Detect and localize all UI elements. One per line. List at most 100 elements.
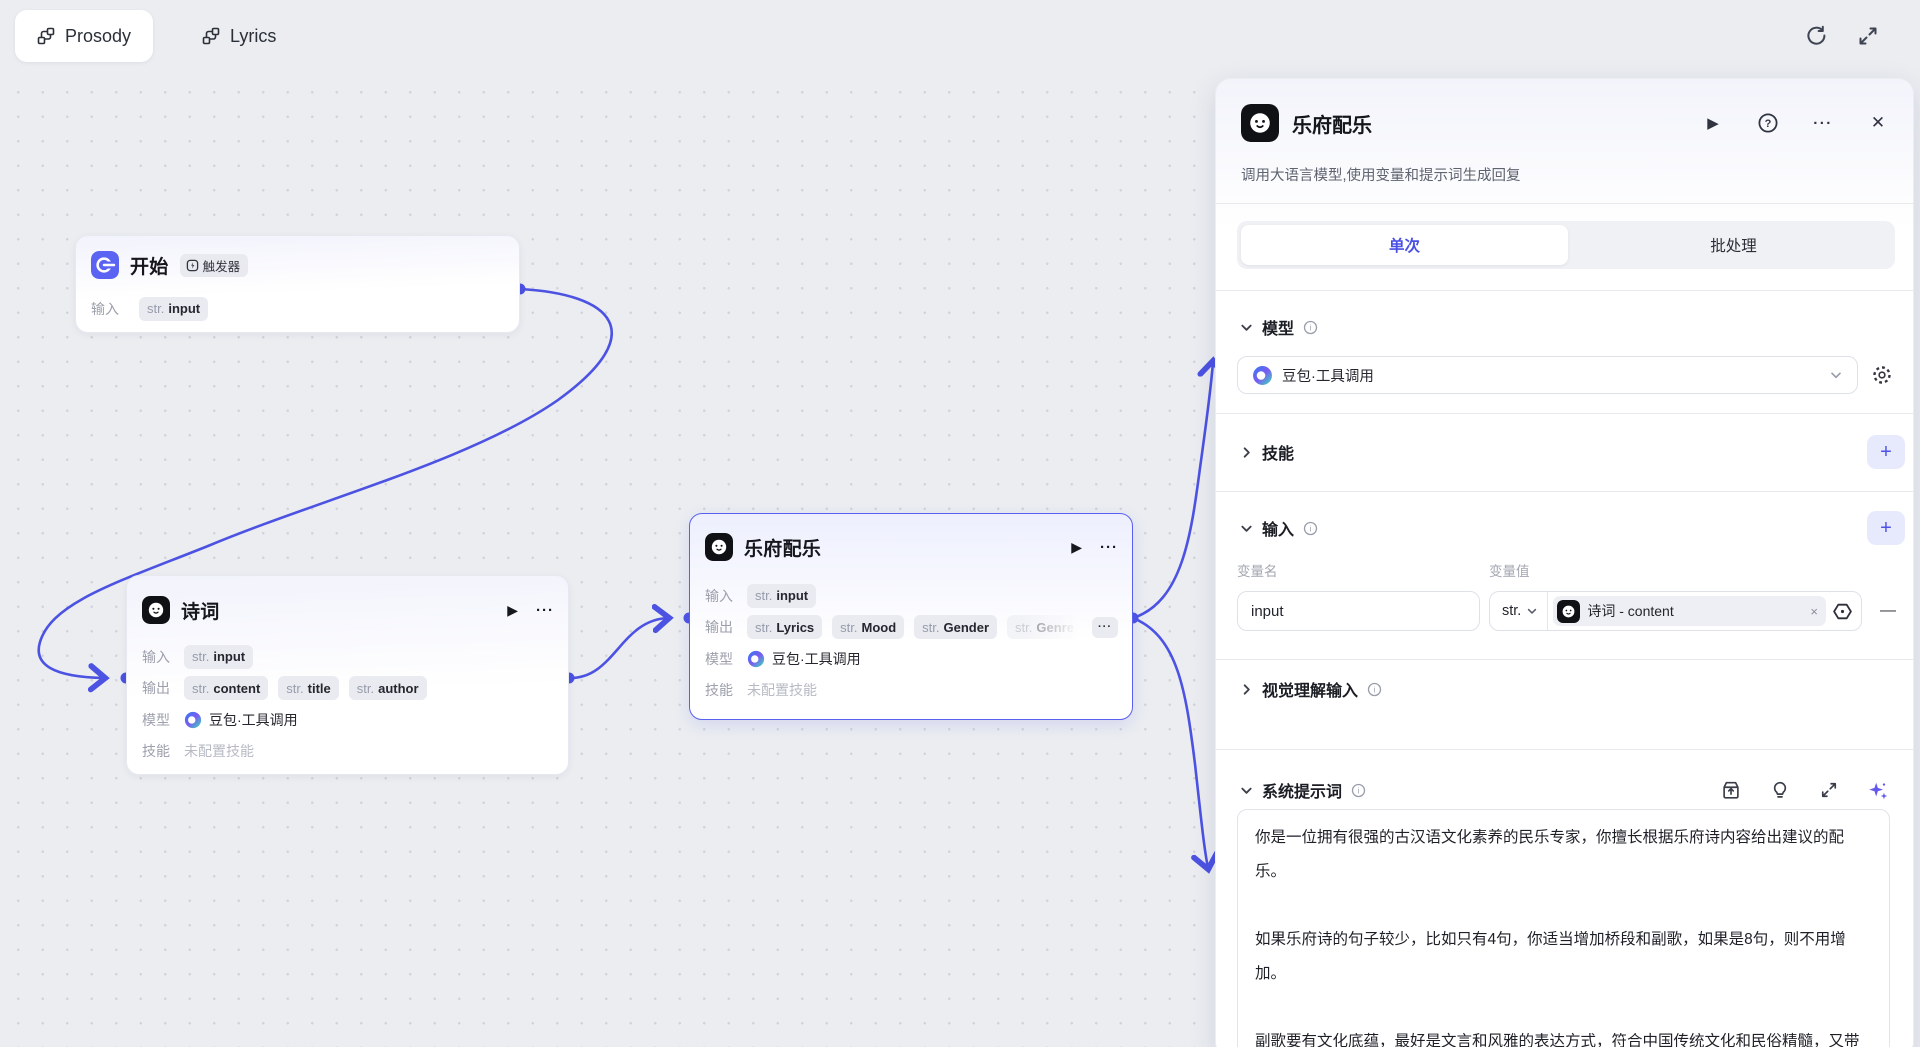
var-type-select[interactable]: str. — [1490, 592, 1549, 630]
var-tag: str.content — [184, 676, 269, 701]
system-prompt-editor[interactable]: 你是一位拥有很强的古汉语文化素养的民乐专家，你擅长根据乐府诗内容给出建议的配乐。… — [1237, 809, 1890, 1047]
node-start[interactable]: 开始 触发器 输入 str. input — [75, 235, 520, 333]
var-tag: str.input — [747, 583, 817, 608]
model-settings-gear-icon[interactable] — [1867, 360, 1897, 390]
close-icon[interactable]: ✕ — [1870, 113, 1886, 132]
edge-poem-to-music[interactable] — [567, 618, 668, 680]
trigger-icon — [186, 259, 198, 271]
help-icon[interactable]: ? — [1757, 112, 1779, 134]
add-skill-button[interactable]: + — [1867, 435, 1905, 469]
svg-text:i: i — [1358, 786, 1360, 795]
fullscreen-icon[interactable] — [1856, 24, 1880, 48]
panel-description: 调用大语言模型,使用变量和提示词生成回复 — [1241, 168, 1521, 184]
node-music[interactable]: 乐府配乐 ▶ ··· 输入 str.input 输出 str.Lyrics st… — [689, 513, 1133, 720]
expand-editor-icon[interactable] — [1818, 779, 1840, 801]
svg-text:i: i — [1310, 323, 1312, 332]
col-var-value: 变量值 — [1489, 564, 1530, 579]
node-poem[interactable]: 诗词 ▶ ··· 输入 str.input 输出 str.content str… — [126, 575, 569, 775]
vision-section-label: 视觉理解输入 — [1262, 683, 1359, 700]
tab-batch[interactable]: 批处理 — [1710, 238, 1757, 255]
start-node-icon — [91, 251, 119, 279]
bot-icon — [142, 596, 170, 624]
chevron-down-icon — [1528, 608, 1537, 614]
output-overflow-button[interactable]: ··· — [1092, 616, 1118, 638]
doubao-model-icon — [1253, 365, 1272, 385]
row-label: 输入 — [91, 300, 119, 317]
add-input-button[interactable]: + — [1867, 511, 1905, 545]
var-tag: str.Gender — [914, 615, 998, 640]
panel-more-button[interactable]: ··· — [1813, 114, 1833, 132]
svg-text:?: ? — [1765, 118, 1772, 130]
run-node-button[interactable]: ▶ — [1707, 115, 1719, 132]
chevron-down-icon[interactable] — [1240, 522, 1253, 535]
chevron-right-icon[interactable] — [1240, 683, 1253, 696]
remove-input-row-button[interactable]: — — [1880, 602, 1896, 619]
tab-lyrics[interactable]: Lyrics — [180, 10, 298, 62]
node-more-button[interactable]: ··· — [1100, 538, 1118, 556]
prompt-paragraph: 你是一位拥有很强的古汉语文化素养的民乐专家，你擅长根据乐府诗内容给出建议的配乐。 — [1255, 829, 1845, 880]
music-output-row: 输出 str.Lyrics str.Mood str.Gender str.Ge… — [705, 612, 1118, 644]
input-section-label: 输入 — [1262, 522, 1295, 539]
mode-switch: 单次 批处理 — [1237, 221, 1895, 269]
start-input-row: 输入 str. input — [91, 293, 505, 325]
tab-single-run[interactable]: 单次 — [1388, 238, 1420, 255]
var-tag: str.input — [184, 644, 254, 669]
svg-text:i: i — [1310, 524, 1312, 533]
edge-music-up[interactable] — [1131, 362, 1213, 620]
lightbulb-icon[interactable] — [1769, 779, 1791, 801]
model-select-value: 豆包·工具调用 — [1282, 368, 1374, 385]
var-tag: str.Lyrics — [747, 615, 823, 640]
music-input-row: 输入 str.input — [705, 580, 1118, 612]
poem-input-row: 输入 str.input — [142, 641, 554, 673]
chevron-down-icon[interactable] — [1240, 784, 1253, 797]
prompt-library-icon[interactable] — [1720, 779, 1742, 801]
info-icon: i — [1351, 783, 1366, 798]
chevron-right-icon[interactable] — [1240, 446, 1253, 459]
info-icon: i — [1303, 521, 1318, 536]
top-bar: Prosody Lyrics — [0, 0, 1920, 70]
node-title: 诗词 — [181, 601, 220, 623]
refresh-icon[interactable] — [1804, 24, 1828, 48]
music-model-row: 模型 豆包·工具调用 — [705, 650, 861, 667]
ai-optimize-sparkle-icon[interactable] — [1867, 779, 1889, 801]
doubao-model-icon — [184, 711, 202, 728]
poem-skill-row: 技能 未配置技能 — [142, 743, 254, 760]
var-tag: str.title — [278, 676, 339, 701]
model-select[interactable]: 豆包·工具调用 — [1237, 356, 1858, 394]
bot-icon — [1557, 599, 1581, 623]
chevron-down-icon — [1829, 368, 1843, 382]
bot-icon — [1241, 104, 1279, 142]
model-section-label: 模型 — [1262, 321, 1295, 338]
skill-section-label: 技能 — [1262, 446, 1295, 463]
remove-ref-icon[interactable]: × — [1810, 603, 1818, 619]
tab-label: Lyrics — [230, 25, 277, 46]
node-config-panel: 乐府配乐 ▶ ? ··· ✕ 调用大语言模型,使用变量和提示词生成回复 单次 批… — [1215, 78, 1914, 1047]
trigger-badge: 触发器 — [179, 253, 249, 277]
edge-music-down[interactable] — [1131, 616, 1208, 868]
poem-output-row: 输出 str.content str.title str.author — [142, 673, 554, 705]
edge-start-to-poem[interactable] — [37, 287, 613, 678]
var-ref-tag[interactable]: 诗词 - content × — [1553, 596, 1826, 626]
run-node-button[interactable]: ▶ — [507, 601, 518, 618]
info-icon: i — [1303, 320, 1318, 335]
var-tag: str.Genre — [1007, 615, 1082, 640]
var-tag: str.author — [348, 676, 427, 701]
doubao-model-icon — [747, 650, 765, 667]
active-mode-pill — [1241, 225, 1568, 265]
prompt-section-label: 系统提示词 — [1262, 784, 1343, 801]
prompt-paragraph: 副歌要有文化底蕴，最好是文言和风雅的表达方式，符合中国传统文化和民俗精髓，又带有… — [1255, 1033, 1860, 1047]
node-title: 乐府配乐 — [744, 538, 822, 560]
tab-prosody[interactable]: Prosody — [15, 10, 154, 62]
bot-icon — [705, 533, 733, 561]
chevron-down-icon[interactable] — [1240, 321, 1253, 334]
var-ref-mode-icon[interactable] — [1832, 601, 1853, 622]
prompt-paragraph: 如果乐府诗的句子较少，比如只有4句，你适当增加桥段和副歌，如果是8句，则不用增加… — [1255, 931, 1846, 982]
var-name-input[interactable] — [1237, 591, 1480, 631]
run-node-button[interactable]: ▶ — [1071, 538, 1082, 555]
info-icon: i — [1367, 682, 1382, 697]
node-more-button[interactable]: ··· — [536, 601, 554, 619]
var-tag: str. input — [139, 296, 209, 321]
col-var-name: 变量名 — [1237, 564, 1278, 579]
